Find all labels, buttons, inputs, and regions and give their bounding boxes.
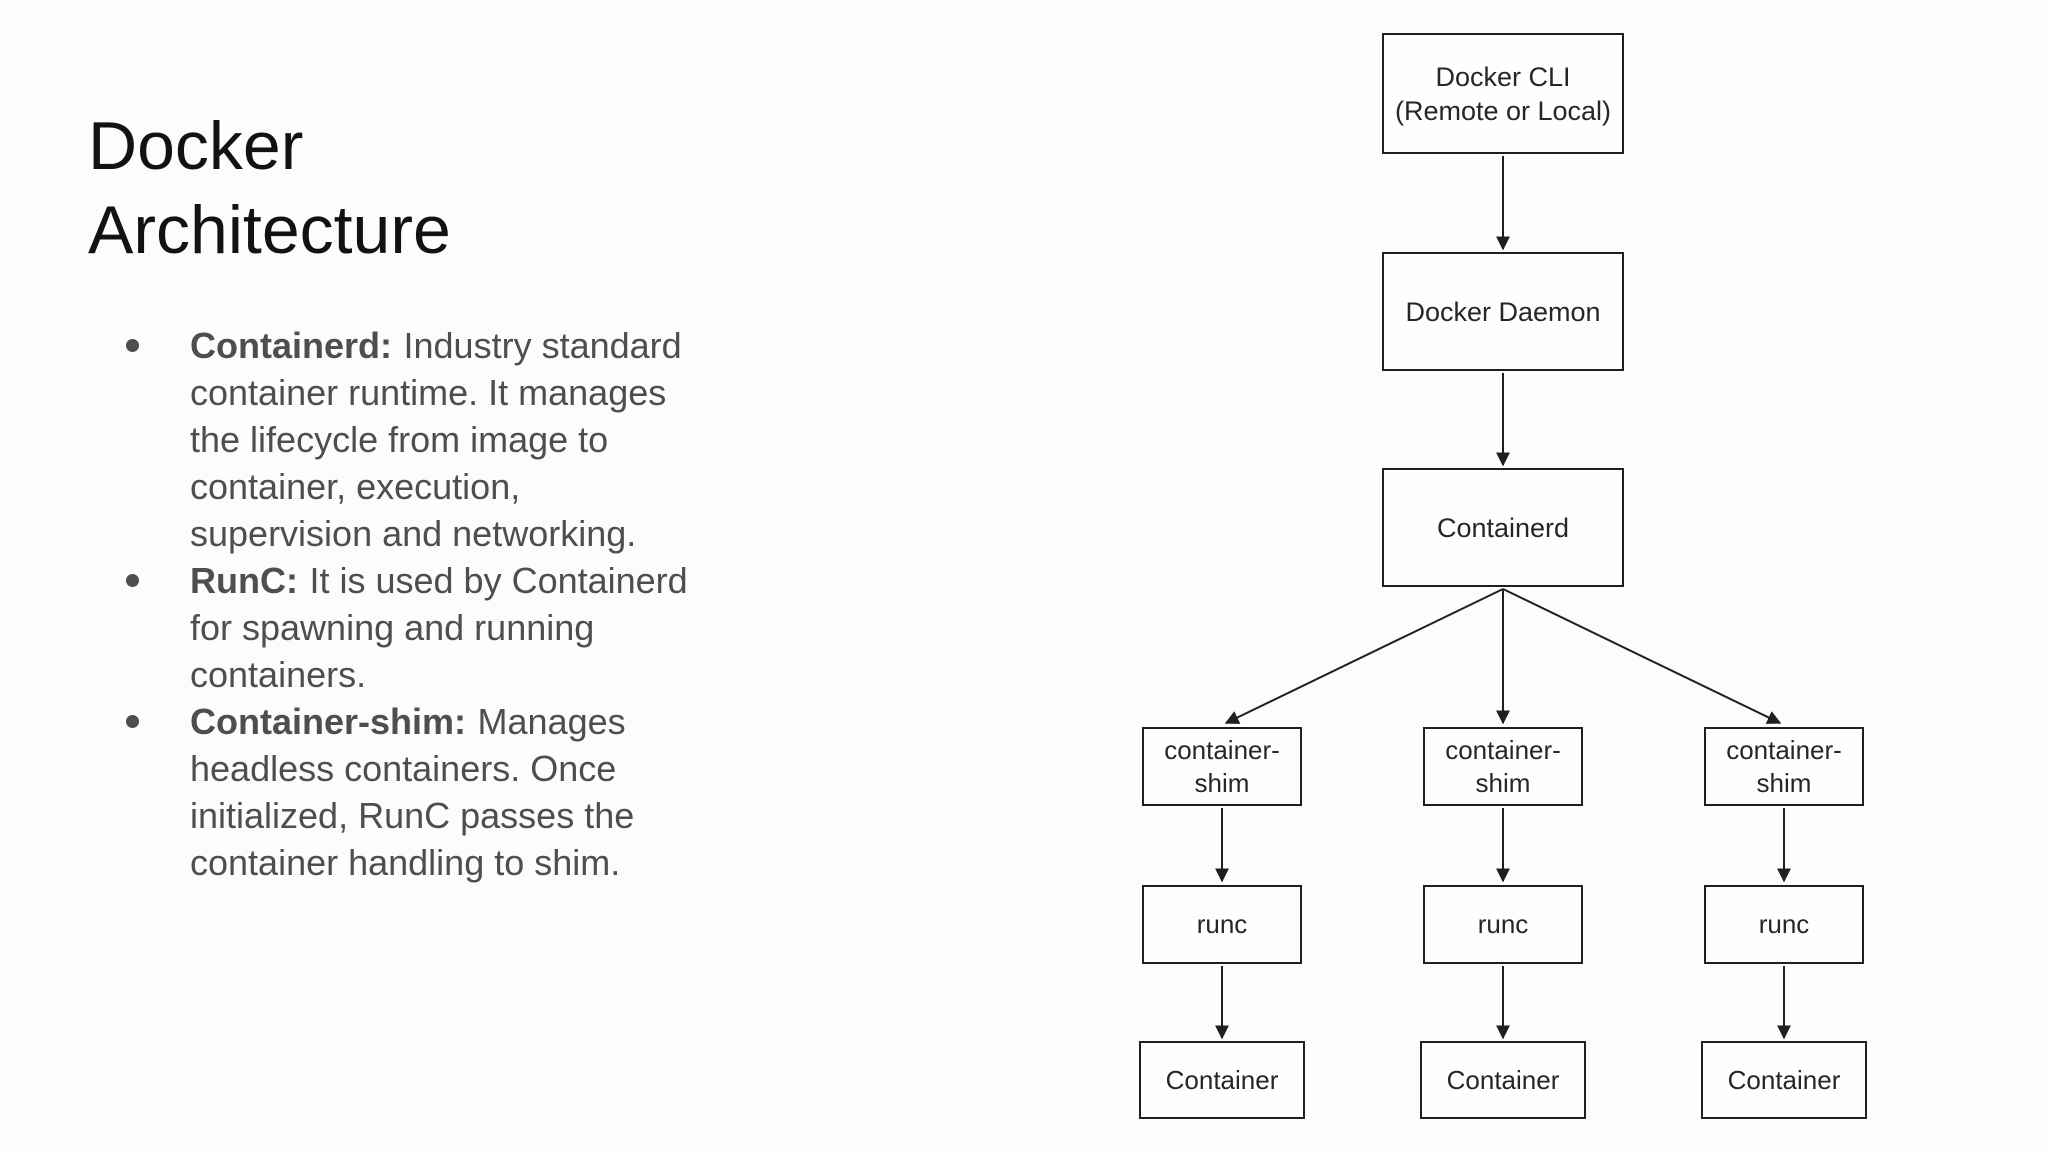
node-container-middle: Container (1420, 1041, 1586, 1119)
node-containerd-label: Containerd (1436, 512, 1570, 543)
bullet-label: RunC: (190, 560, 298, 601)
node-container-shim-middle: container- shim (1423, 727, 1583, 806)
node-runc-right: runc (1704, 885, 1864, 964)
node-shim-line-2: shim (1756, 767, 1812, 798)
arrow-containerd-to-shim-left (1224, 588, 1504, 724)
node-runc-label: runc (1196, 909, 1248, 939)
node-shim-line-1: container- (1726, 734, 1842, 765)
node-container-label: Container (1165, 1064, 1279, 1095)
node-shim-line-1: container- (1445, 734, 1561, 765)
node-container-label: Container (1727, 1064, 1841, 1095)
bullet-item-container-shim: Container-shim:Manages headless containe… (90, 698, 705, 886)
node-container-right: Container (1701, 1041, 1867, 1119)
bullet-item-runc: RunC:It is used by Containerd for spawni… (90, 557, 705, 698)
bullet-text: Manages headless containers. Once initia… (190, 701, 635, 883)
node-runc-left: runc (1142, 885, 1302, 964)
node-shim-line-1: container- (1164, 734, 1280, 765)
bullet-text: It is used by Containerd for spawning an… (190, 560, 688, 695)
bullet-item-containerd: Containerd:Industry standard container r… (90, 322, 705, 557)
bullet-list: Containerd:Industry standard container r… (90, 322, 705, 886)
page-title-line-1: Docker (88, 108, 304, 184)
bullet-label: Container-shim: (190, 701, 467, 742)
node-container-shim-left: container- shim (1142, 727, 1302, 806)
node-shim-line-2: shim (1475, 767, 1531, 798)
node-runc-label: runc (1477, 909, 1529, 939)
node-runc-label: runc (1758, 909, 1810, 939)
bullet-text: Industry standard container runtime. It … (190, 325, 682, 554)
node-container-shim-right: container- shim (1704, 727, 1864, 806)
node-docker-cli-line-2: (Remote or Local) (1394, 95, 1612, 126)
node-container-label: Container (1446, 1064, 1560, 1095)
node-container-left: Container (1139, 1041, 1305, 1119)
node-runc-middle: runc (1423, 885, 1583, 964)
bullet-label: Containerd: (190, 325, 392, 366)
node-docker-cli: Docker CLI (Remote or Local) (1382, 33, 1624, 154)
node-shim-line-2: shim (1194, 767, 1250, 798)
page-title: Docker Architecture (88, 104, 451, 272)
node-docker-daemon: Docker Daemon (1382, 252, 1624, 371)
node-docker-cli-line-1: Docker CLI (1435, 61, 1571, 92)
node-docker-daemon-label: Docker Daemon (1405, 296, 1601, 327)
arrow-containerd-to-shim-right (1502, 588, 1782, 724)
node-containerd: Containerd (1382, 468, 1624, 587)
page-title-line-2: Architecture (88, 192, 451, 268)
